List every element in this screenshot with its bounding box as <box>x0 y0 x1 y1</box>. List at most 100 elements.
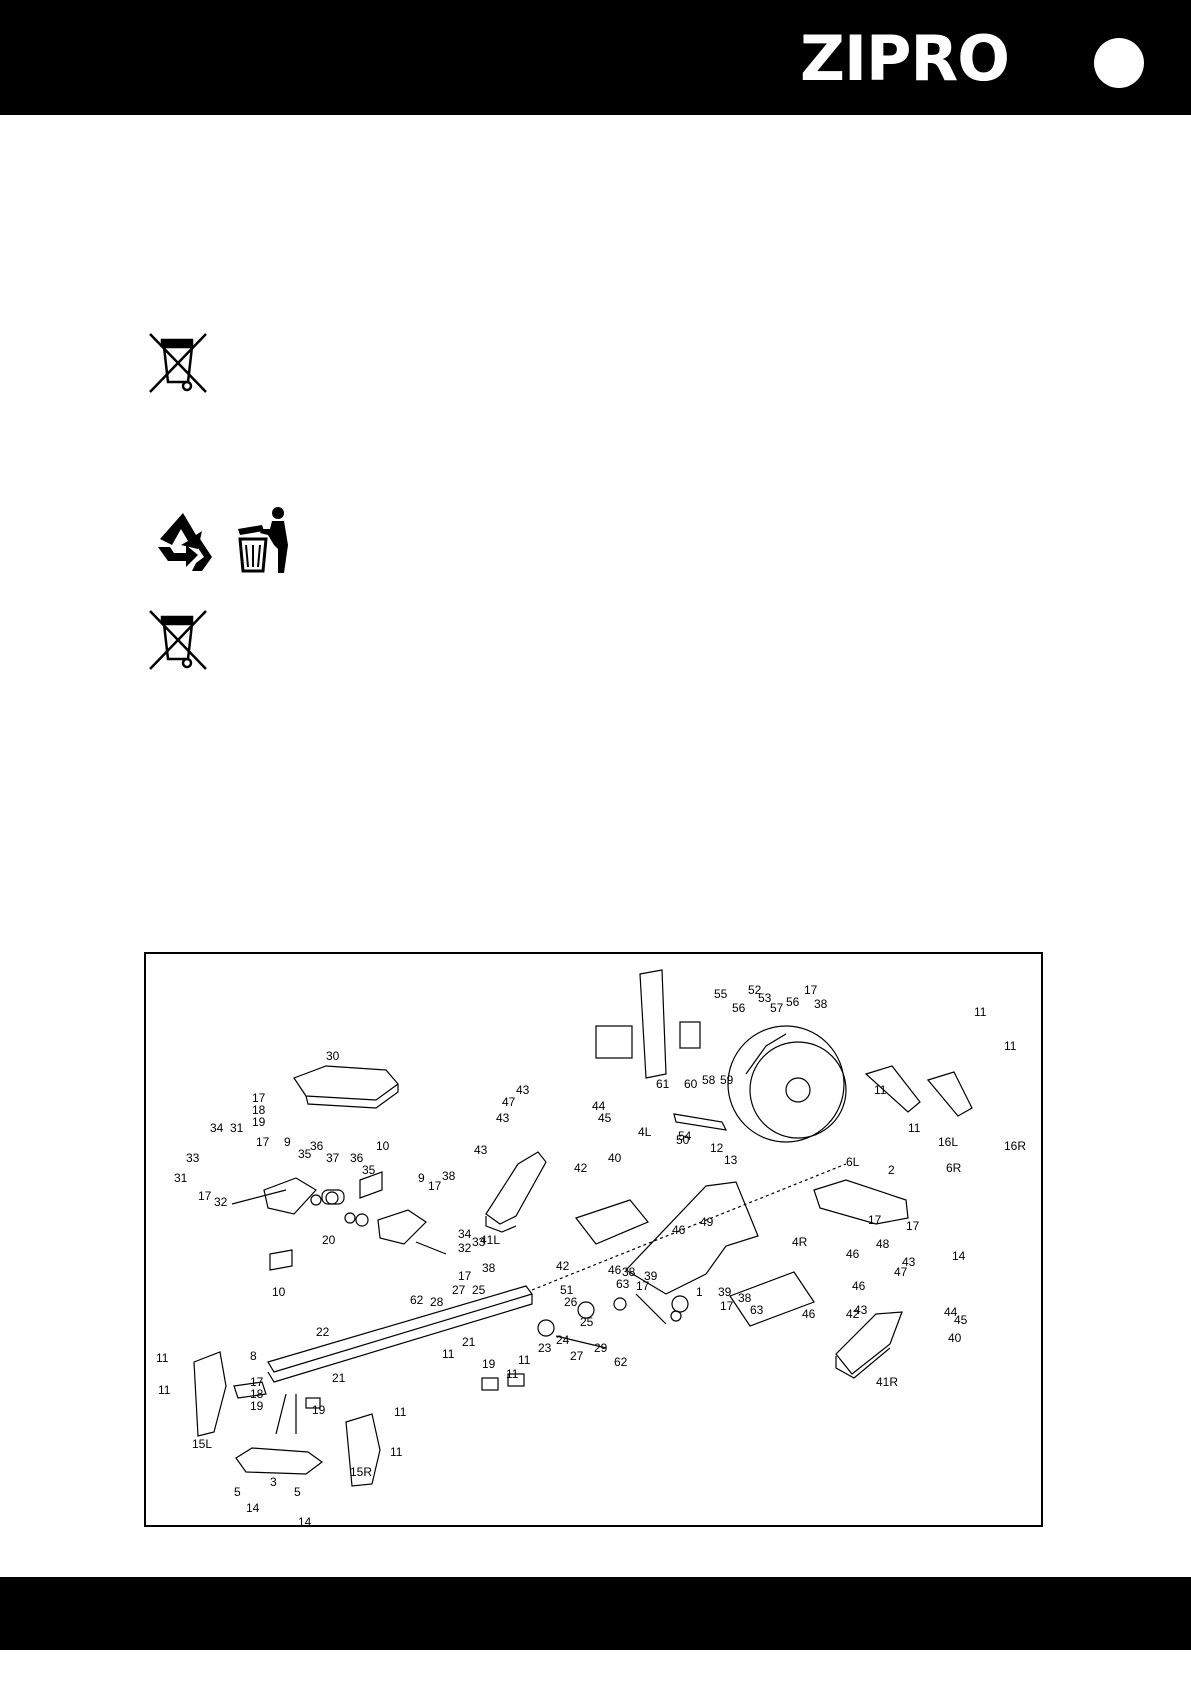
part-callout-p6L: 6L <box>846 1155 860 1169</box>
part-callout-p47a: 47 <box>502 1095 516 1109</box>
part-callout-p4L: 4L <box>638 1125 652 1139</box>
part-callout-p18a: 18 <box>252 1103 266 1117</box>
part-callout-p46b: 46 <box>608 1263 622 1277</box>
part-callout-p41L: 41L <box>480 1233 500 1247</box>
part-callout-p19b: 19 <box>482 1357 496 1371</box>
part-callout-p35b: 35 <box>362 1163 376 1177</box>
part-callout-p56a: 56 <box>732 1001 746 1015</box>
part-callout-p41R: 41R <box>876 1375 898 1389</box>
part-callout-p5b: 5 <box>294 1485 301 1499</box>
part-callout-p27a: 27 <box>452 1283 466 1297</box>
part-callout-p23: 23 <box>538 1341 552 1355</box>
part-callout-p63a: 63 <box>616 1277 630 1291</box>
part-callout-p11b: 11 <box>1004 1039 1017 1053</box>
part-callout-p46a: 46 <box>672 1223 686 1237</box>
part-callout-p31b: 31 <box>174 1171 188 1185</box>
part-callout-p19d: 19 <box>312 1403 326 1417</box>
part-callout-p17e: 17 <box>458 1269 472 1283</box>
part-callout-p51: 51 <box>560 1283 574 1297</box>
part-callout-p11g: 11 <box>518 1353 531 1367</box>
part-callout-p17c: 17 <box>428 1179 442 1193</box>
part-callout-p28: 28 <box>430 1295 444 1309</box>
part-callout-p9a: 9 <box>284 1135 291 1149</box>
part-callout-p62a: 62 <box>410 1293 424 1307</box>
part-callout-p59: 59 <box>720 1073 734 1087</box>
part-callout-p43d: 43 <box>854 1303 868 1317</box>
part-callout-p46d: 46 <box>852 1279 866 1293</box>
part-callout-p6R: 6R <box>946 1161 962 1175</box>
part-callout-p32b: 32 <box>458 1241 472 1255</box>
part-callout-p48: 48 <box>876 1237 890 1251</box>
part-callout-p12: 12 <box>710 1141 724 1155</box>
part-callout-p53: 53 <box>758 991 772 1005</box>
part-callout-p20: 20 <box>322 1233 336 1247</box>
part-callout-p57: 57 <box>770 1001 784 1015</box>
part-callout-p42c: 42 <box>846 1307 860 1321</box>
part-callout-p4R: 4R <box>792 1235 808 1249</box>
part-callout-p47b: 47 <box>894 1265 908 1279</box>
header-bar: ZIPRO <box>0 0 1191 115</box>
part-callout-p30: 30 <box>326 1049 340 1063</box>
part-callout-p43a: 43 <box>516 1083 530 1097</box>
part-callout-p50: 50 <box>676 1133 690 1147</box>
part-callout-p44b: 44 <box>944 1305 958 1319</box>
part-callout-p17a: 17 <box>252 1091 266 1105</box>
part-callout-p11e: 11 <box>442 1347 455 1361</box>
part-callout-p14a: 14 <box>952 1249 966 1263</box>
part-callout-p11d: 11 <box>908 1121 921 1135</box>
language-badge <box>1094 38 1144 88</box>
part-callout-p34a: 34 <box>210 1121 224 1135</box>
part-callout-p39b: 39 <box>718 1285 732 1299</box>
part-callout-p27b: 27 <box>570 1349 584 1363</box>
part-callout-p22: 22 <box>316 1325 330 1339</box>
part-callout-p39a: 39 <box>644 1269 658 1283</box>
part-callout-p17k: 17 <box>250 1375 264 1389</box>
footer-bar <box>0 1577 1191 1650</box>
part-callout-p17g: 17 <box>868 1213 882 1227</box>
part-callout-p17i: 17 <box>636 1279 650 1293</box>
part-callout-p38c: 38 <box>814 997 828 1011</box>
part-callout-p46e: 46 <box>802 1307 816 1321</box>
part-callout-p11c: 11 <box>874 1083 887 1097</box>
part-callout-p43e: 43 <box>902 1255 916 1269</box>
part-callout-p9b: 9 <box>418 1171 425 1185</box>
part-callout-p61: 61 <box>656 1077 670 1091</box>
part-callout-p11h: 11 <box>156 1351 169 1365</box>
crossed-out-wheelie-bin-icon <box>149 333 207 393</box>
part-callout-p49: 49 <box>700 1215 714 1229</box>
frame-plate-left <box>575 1199 649 1245</box>
crossed-out-wheelie-bin-icon <box>149 610 207 670</box>
part-callout-p44a: 44 <box>592 1099 606 1113</box>
part-callout-p15L: 15L <box>192 1437 212 1451</box>
part-callout-p40a: 40 <box>608 1151 622 1165</box>
part-callout-p58: 58 <box>702 1073 716 1087</box>
part-callout-p62b: 62 <box>614 1355 628 1369</box>
part-callout-p56b: 56 <box>786 995 800 1009</box>
part-callout-p8: 8 <box>250 1349 257 1363</box>
part-callout-p11f: 11 <box>506 1367 519 1381</box>
part-callout-p10a: 10 <box>376 1139 390 1153</box>
part-callout-p42b: 42 <box>556 1259 570 1273</box>
part-callout-p2: 2 <box>888 1163 895 1177</box>
part-callout-p14c: 14 <box>298 1515 312 1525</box>
part-callout-p17d: 17 <box>198 1189 212 1203</box>
part-callout-p11j: 11 <box>394 1405 407 1419</box>
part-callout-p43c: 43 <box>474 1143 488 1157</box>
brand-logo: ZIPRO <box>800 22 1010 95</box>
part-callout-p38a: 38 <box>442 1169 456 1183</box>
part-callout-p33b: 33 <box>472 1235 486 1249</box>
part-callout-p10b: 10 <box>272 1285 286 1299</box>
part-callout-p1: 1 <box>696 1285 703 1299</box>
part-callout-p45b: 45 <box>954 1313 968 1327</box>
seat <box>293 1065 399 1101</box>
part-callout-p25b: 25 <box>580 1315 594 1329</box>
part-callout-p25a: 25 <box>472 1283 486 1297</box>
part-callout-p11i: 11 <box>158 1383 171 1397</box>
part-callout-p18b: 18 <box>250 1387 264 1401</box>
part-callout-p31a: 31 <box>230 1121 244 1135</box>
part-callout-p5a: 5 <box>234 1485 241 1499</box>
part-callout-p17f: 17 <box>804 983 818 997</box>
part-callout-p43b: 43 <box>496 1111 510 1125</box>
part-callout-p38d: 38 <box>622 1265 636 1279</box>
